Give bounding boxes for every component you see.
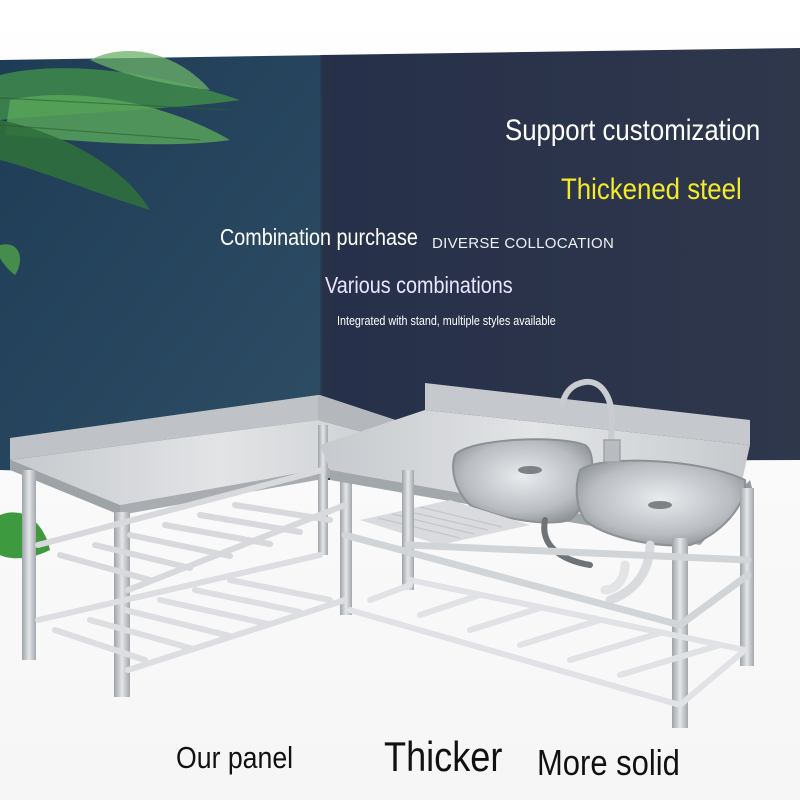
support-customization-text: Support customization: [505, 114, 761, 147]
more-solid-text: More solid: [537, 742, 680, 783]
various-combinations-text: Various combinations: [325, 272, 513, 298]
double-sink-table: [320, 378, 754, 728]
thicker-text: Thicker: [384, 733, 503, 780]
integrated-stand-text: Integrated with stand, multiple styles a…: [337, 314, 556, 328]
plant-leaves-icon: [0, 51, 240, 559]
combination-purchase-text: Combination purchase: [220, 224, 418, 250]
double-sink-icon: [452, 438, 747, 547]
thickened-steel-text: Thickened steel: [561, 173, 742, 206]
our-panel-text: Our panel: [176, 740, 294, 775]
faucet-icon: [559, 378, 621, 463]
diverse-collocation-text: DIVERSE COLLOCATION: [432, 235, 615, 252]
